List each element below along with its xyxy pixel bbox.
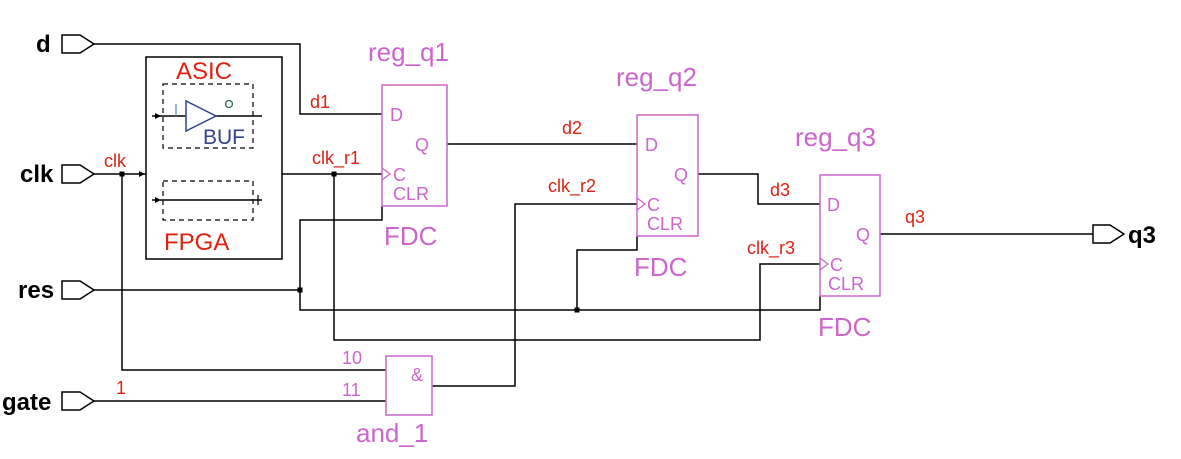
buf-arrow-icon	[155, 113, 161, 119]
ff-pin-clr: CLR	[828, 274, 864, 294]
ff-pin-d: D	[645, 135, 658, 155]
input-port-clk: clk	[20, 161, 96, 188]
asic-label: ASIC	[176, 58, 232, 85]
port-arrow-d	[61, 34, 96, 54]
port-label-gate: gate	[2, 389, 51, 416]
junction-clk-r1	[331, 171, 337, 177]
port-label-d: d	[36, 31, 51, 58]
wire-clk-r2	[432, 203, 637, 387]
and-gate-name: and_1	[356, 418, 428, 448]
ff-pin-clr: CLR	[393, 184, 429, 204]
net-label-d2: d2	[562, 118, 582, 138]
buf-inverter-bubble-icon	[224, 99, 234, 109]
ff-body	[636, 114, 699, 237]
port-label-clk: clk	[20, 161, 54, 188]
clock-block-frame	[145, 56, 283, 260]
ff-clock-triangle-icon	[381, 167, 392, 181]
wire-res-to-q1-clr	[299, 206, 383, 290]
wire-d1	[94, 43, 382, 115]
wire-clk-to-and	[121, 174, 386, 371]
port-arrow-q3	[1092, 224, 1126, 244]
junctions	[119, 171, 580, 313]
ff-pin-q: Q	[856, 225, 870, 245]
net-label-clk-r1: clk_r1	[312, 148, 360, 169]
ff-pin-c: C	[830, 255, 843, 275]
ff-pin-c: C	[647, 195, 660, 215]
and-gate-pin-a: 10	[342, 348, 362, 368]
ff-pin-c: C	[393, 165, 406, 185]
ff-instance-name: reg_q3	[795, 122, 876, 152]
ff-pin-q: Q	[415, 135, 429, 155]
ff-pin-d: D	[827, 195, 840, 215]
buffer-icon	[185, 99, 218, 133]
buf-label: BUF	[203, 126, 245, 149]
ff-pin-d: D	[390, 105, 403, 125]
ff-pin-q: Q	[674, 165, 688, 185]
ff-pin-clr: CLR	[647, 214, 683, 234]
ff-type: FDC	[384, 221, 437, 251]
port-arrow-gate	[61, 391, 96, 411]
junction-res	[297, 287, 303, 293]
net-label-clk: clk	[104, 151, 127, 171]
ff-type: FDC	[634, 252, 687, 282]
clock-block: ASIC BUF FPGA	[139, 56, 283, 260]
ff-body	[819, 174, 881, 297]
input-port-gate: gate	[2, 389, 96, 416]
net-labels: clk d1 clk_r1 d2 clk_r2 d3 clk_r3 q3 1	[104, 92, 925, 398]
and-gate: & 10 11 and_1	[342, 348, 433, 448]
ff-body	[381, 84, 448, 207]
net-label-clk-r3: clk_r3	[747, 238, 795, 259]
port-label-q3: q3	[1128, 222, 1156, 249]
flipflop-reg-q2: reg_q2 D Q C CLR FDC	[616, 62, 699, 282]
input-port-res: res	[18, 277, 96, 304]
net-label-gate-const: 1	[116, 378, 126, 398]
clk-input-arrow-icon	[139, 171, 145, 177]
and-gate-body	[385, 355, 433, 416]
and-gate-pin-b: 11	[342, 380, 361, 400]
wire-res-bus	[299, 290, 821, 311]
wire-clk-r1-to-q3	[333, 174, 820, 341]
junction-clk	[119, 171, 125, 177]
input-port-d: d	[36, 31, 96, 58]
net-label-d3: d3	[770, 180, 790, 200]
ff-instance-name: reg_q2	[616, 62, 697, 92]
fpga-label: FPGA	[164, 229, 229, 256]
fpga-arrow-icon	[155, 197, 161, 203]
ff-type: FDC	[818, 312, 871, 342]
ff-clock-triangle-icon	[636, 197, 647, 211]
output-port-q3: q3	[1092, 222, 1156, 249]
ff-clock-triangle-icon	[819, 257, 830, 271]
flipflop-reg-q3: reg_q3 D Q C CLR FDC	[795, 122, 881, 342]
net-label-clk-r2: clk_r2	[548, 176, 596, 197]
wire-res-to-q2-clr	[576, 236, 638, 310]
flipflop-reg-q1: reg_q1 D Q C CLR FDC	[368, 37, 449, 251]
and-gate-symbol: &	[411, 365, 423, 385]
port-label-res: res	[18, 277, 54, 304]
ff-instance-name: reg_q1	[368, 37, 449, 67]
wire-d3	[698, 173, 820, 205]
net-label-q3: q3	[905, 207, 925, 227]
wires	[94, 43, 1093, 402]
junction-res-bus	[574, 307, 580, 313]
port-arrow-clk	[61, 164, 96, 184]
port-arrow-res	[61, 280, 96, 300]
net-label-d1: d1	[310, 92, 330, 112]
